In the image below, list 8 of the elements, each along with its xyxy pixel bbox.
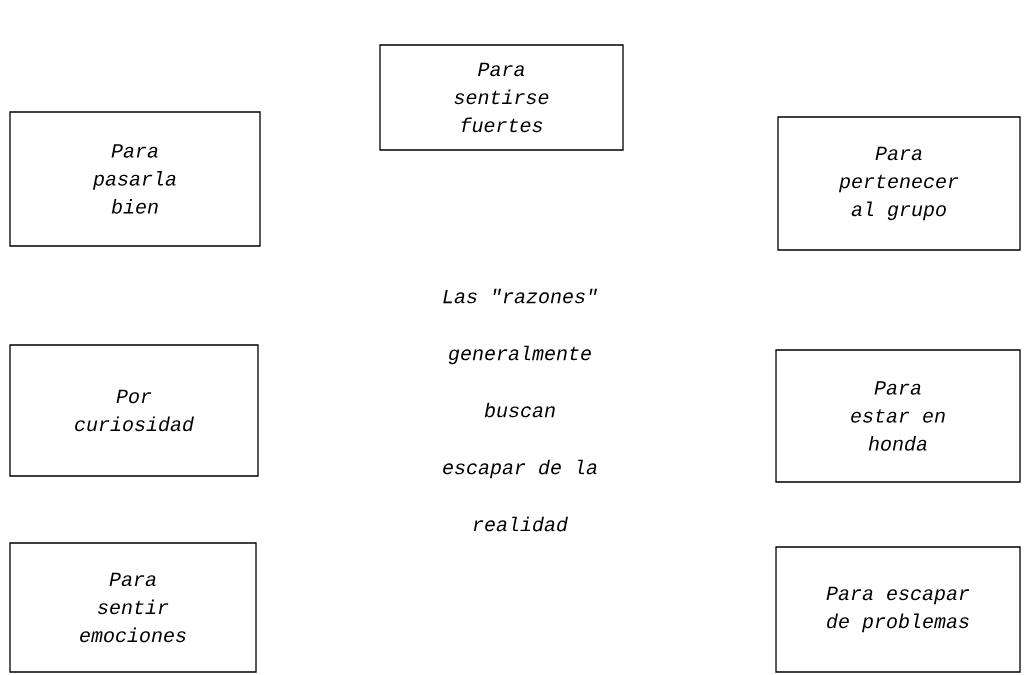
reason-box: Para estar en honda (775, 349, 1021, 483)
central-text: Las "razones" generalmente buscan escapar de la realidad (443, 288, 598, 532)
reason-box: Para pertenecer al grupo (777, 116, 1021, 251)
reason-box: Para escapar de problemas (775, 546, 1021, 673)
reason-box: Para pasarla bien (9, 111, 261, 247)
reason-box: Para sentir emociones (9, 542, 257, 673)
reason-box: Por curiosidad (9, 344, 259, 477)
reason-box: Para sentirse fuertes (379, 44, 624, 151)
